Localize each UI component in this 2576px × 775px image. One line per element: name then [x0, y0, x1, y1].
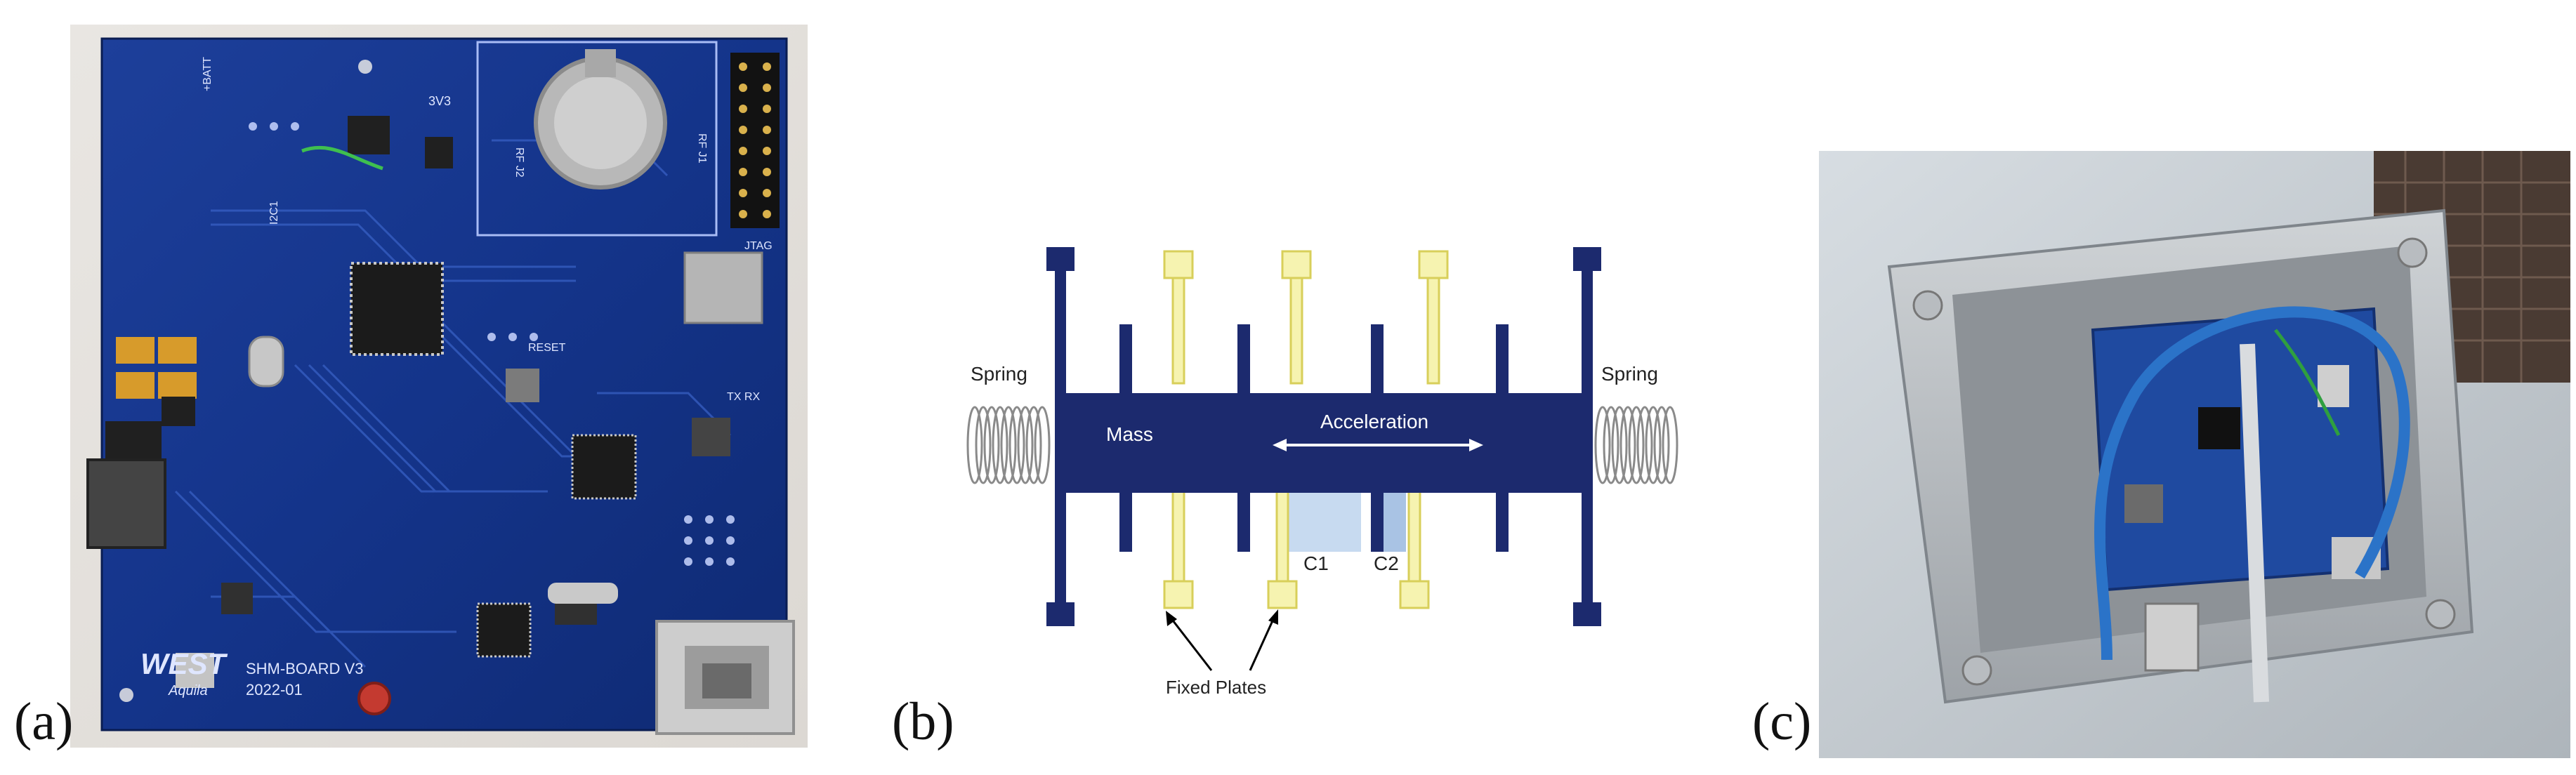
silk-reset: RESET [528, 342, 566, 354]
silk-batt: +BATT [202, 57, 213, 91]
accelerometer-chip [571, 434, 637, 500]
fixed-plates-pointer-arrows [1166, 609, 1278, 671]
panel-a: +BATT 3V3 I2C1 RF J2 RF J1 JTAG RESET TX… [0, 0, 843, 775]
sd-card-slot [683, 251, 763, 324]
fixed-plates-label: Fixed Plates [1166, 677, 1266, 698]
silk-i2c: I2C1 [268, 201, 280, 225]
jtag-header [730, 53, 780, 228]
fixed-plates [1163, 250, 1449, 609]
board-logo-text: WEST [140, 647, 228, 680]
silk-rf2: RF J2 [513, 147, 525, 178]
proof-mass [1046, 247, 1601, 626]
spring-right-label: Spring [1601, 363, 1658, 385]
acceleration-label: Acceleration [1320, 411, 1428, 432]
silk-txrx: TX RX [727, 391, 760, 403]
pcb-photo: +BATT 3V3 I2C1 RF J2 RF J1 JTAG RESET TX… [70, 25, 808, 748]
enclosure-photo [1819, 151, 2570, 758]
acceleration-arrow [1273, 439, 1483, 451]
c1-label: C1 [1303, 552, 1329, 574]
board-date: 2022-01 [246, 681, 303, 698]
blue-network-cable [2094, 306, 2410, 661]
mcu-chip [350, 262, 444, 356]
spring-left-label: Spring [971, 363, 1027, 385]
rf-module-outline [476, 41, 718, 237]
power-connector [86, 458, 166, 549]
panel-c: (c) [1742, 0, 2576, 775]
board-name: SHM-BOARD V3 [246, 660, 363, 677]
silk-rf1: RF J1 [696, 133, 708, 164]
panel-label-c: (c) [1752, 692, 1812, 751]
board-logo-subtext: Aquila [168, 683, 208, 698]
silk-3v3: 3V3 [428, 94, 451, 108]
c2-label: C2 [1374, 552, 1399, 574]
silk-jtag: JTAG [744, 240, 773, 252]
mems-accelerometer-diagram: Spring Spring Mass Acceleration C1 C2 Fi… [966, 247, 1678, 698]
panel-label-b: (b) [892, 692, 954, 751]
panel-b: Spring Spring Mass Acceleration C1 C2 Fi… [871, 0, 1784, 775]
panel-label-a: (a) [14, 692, 74, 751]
mass-label: Mass [1106, 423, 1153, 445]
spring-left [966, 403, 1051, 487]
spring-right [1594, 406, 1678, 484]
electrolytic-capacitor [357, 682, 391, 715]
